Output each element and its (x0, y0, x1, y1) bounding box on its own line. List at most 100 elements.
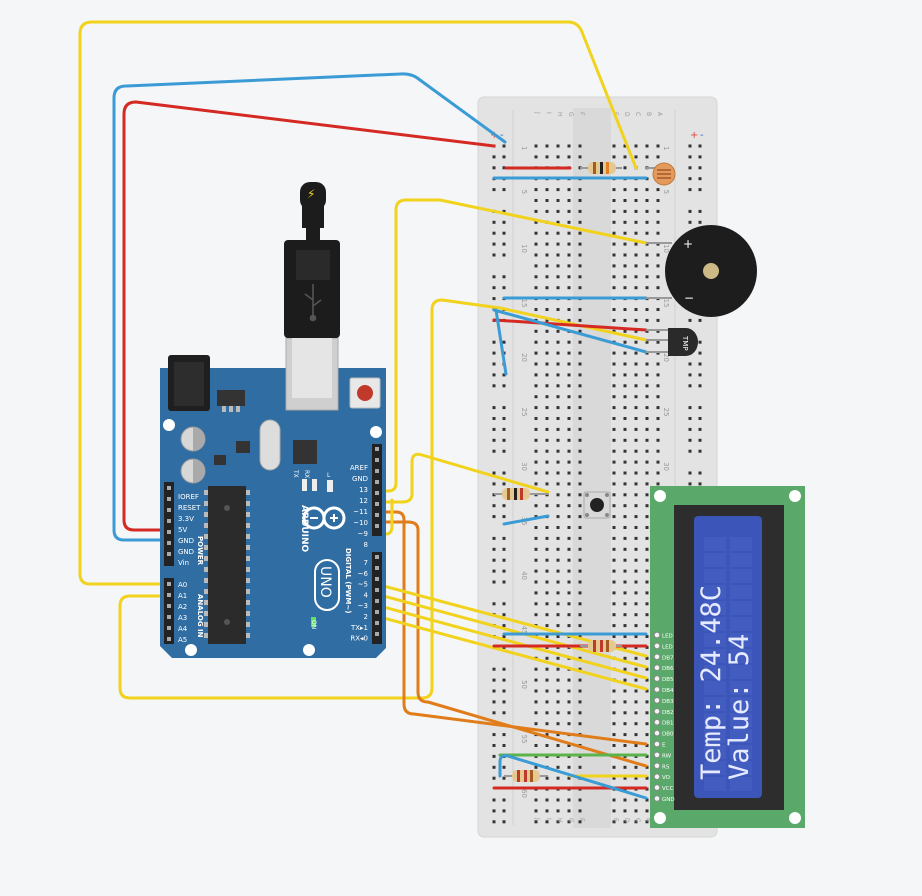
breadboard-hole[interactable] (556, 798, 560, 802)
breadboard-hole[interactable] (578, 329, 582, 333)
rail-hole[interactable] (502, 667, 506, 671)
rail-hole[interactable] (688, 427, 692, 431)
breadboard-hole[interactable] (534, 591, 538, 595)
header-pin[interactable] (375, 524, 379, 528)
breadboard-hole[interactable] (545, 395, 549, 399)
breadboard-hole[interactable] (556, 471, 560, 475)
breadboard-hole[interactable] (612, 329, 616, 333)
breadboard-hole[interactable] (634, 580, 638, 584)
wire-yellow-9[interactable] (374, 498, 394, 536)
breadboard-hole[interactable] (556, 765, 560, 769)
breadboard-hole[interactable] (656, 144, 660, 148)
breadboard-hole[interactable] (545, 569, 549, 573)
lcd-pin[interactable] (653, 675, 661, 682)
breadboard-hole[interactable] (534, 373, 538, 377)
breadboard-hole[interactable] (645, 275, 649, 279)
breadboard-hole[interactable] (645, 231, 649, 235)
wire-red-tmp-vcc[interactable] (492, 318, 648, 332)
breadboard-hole[interactable] (612, 624, 616, 628)
breadboard-hole[interactable] (578, 155, 582, 159)
breadboard-hole[interactable] (556, 199, 560, 202)
breadboard-hole[interactable] (634, 318, 638, 322)
breadboard-hole[interactable] (612, 536, 616, 540)
breadboard-hole[interactable] (567, 602, 571, 606)
breadboard-hole[interactable] (578, 667, 582, 671)
breadboard-hole[interactable] (645, 733, 649, 737)
breadboard-hole[interactable] (612, 242, 616, 246)
rail-hole[interactable] (698, 482, 702, 486)
breadboard-hole[interactable] (612, 264, 616, 268)
breadboard-hole[interactable] (623, 536, 627, 540)
breadboard-hole[interactable] (634, 656, 638, 660)
breadboard-hole[interactable] (645, 645, 649, 649)
breadboard-hole[interactable] (634, 700, 638, 704)
breadboard-hole[interactable] (656, 482, 660, 486)
rail-hole[interactable] (698, 340, 702, 344)
rail-hole[interactable] (492, 427, 496, 431)
breadboard-hole[interactable] (645, 744, 649, 747)
rail-hole[interactable] (502, 798, 506, 802)
breadboard-hole[interactable] (578, 471, 582, 475)
breadboard-hole[interactable] (656, 264, 660, 268)
breadboard-hole[interactable] (545, 438, 549, 442)
breadboard-hole[interactable] (612, 253, 616, 257)
breadboard-hole[interactable] (623, 482, 627, 486)
breadboard-hole[interactable] (556, 340, 560, 344)
breadboard-hole[interactable] (556, 449, 560, 453)
breadboard-hole[interactable] (534, 569, 538, 573)
breadboard-hole[interactable] (578, 711, 582, 715)
breadboard-hole[interactable] (534, 809, 538, 813)
breadboard-hole[interactable] (534, 515, 538, 519)
breadboard-hole[interactable] (612, 733, 616, 737)
breadboard-hole[interactable] (556, 667, 560, 671)
breadboard-hole[interactable] (545, 722, 549, 726)
breadboard-hole[interactable] (545, 264, 549, 268)
rail-hole[interactable] (492, 253, 496, 257)
breadboard-hole[interactable] (612, 275, 616, 279)
breadboard-hole[interactable] (545, 624, 549, 628)
breadboard-hole[interactable] (567, 809, 571, 813)
header-pin[interactable] (375, 513, 379, 517)
breadboard-hole[interactable] (556, 656, 560, 660)
breadboard-hole[interactable] (578, 384, 582, 388)
breadboard-hole[interactable] (623, 144, 627, 148)
breadboard-hole[interactable] (578, 340, 582, 344)
breadboard-hole[interactable] (634, 526, 638, 529)
breadboard-hole[interactable] (645, 471, 649, 475)
breadboard-hole[interactable] (656, 188, 660, 192)
header-pin[interactable] (167, 519, 171, 523)
rail-hole[interactable] (492, 438, 496, 442)
breadboard-hole[interactable] (634, 667, 638, 671)
rail-hole[interactable] (492, 754, 496, 758)
breadboard-hole[interactable] (623, 613, 627, 617)
rail-hole[interactable] (502, 558, 506, 562)
breadboard-hole[interactable] (556, 569, 560, 573)
breadboard-hole[interactable] (534, 689, 538, 693)
wire-yellow-2-db4[interactable] (374, 614, 648, 691)
breadboard-hole[interactable] (545, 711, 549, 715)
breadboard-hole[interactable] (612, 220, 616, 224)
breadboard-hole[interactable] (578, 231, 582, 235)
rail-hole[interactable] (492, 417, 496, 420)
breadboard-hole[interactable] (567, 536, 571, 540)
wire-yellow-13-buzzer[interactable] (374, 198, 648, 493)
breadboard-hole[interactable] (634, 242, 638, 246)
breadboard-hole[interactable] (645, 547, 649, 551)
breadboard-hole[interactable] (545, 144, 549, 148)
breadboard-hole[interactable] (634, 395, 638, 399)
breadboard-hole[interactable] (612, 744, 616, 747)
wire-yellow-12-button[interactable] (374, 452, 550, 504)
rail-hole[interactable] (492, 820, 496, 824)
breadboard-hole[interactable] (534, 558, 538, 562)
breadboard-hole[interactable] (545, 798, 549, 802)
breadboard-hole[interactable] (623, 765, 627, 769)
lcd-pin[interactable] (653, 718, 661, 726)
header-pin[interactable] (375, 577, 379, 581)
breadboard-hole[interactable] (567, 689, 571, 693)
rail-hole[interactable] (502, 711, 506, 715)
breadboard-hole[interactable] (612, 209, 616, 213)
lcd-pin[interactable] (653, 751, 661, 759)
breadboard-hole[interactable] (578, 275, 582, 279)
breadboard-hole[interactable] (645, 155, 649, 159)
breadboard-hole[interactable] (567, 526, 571, 529)
